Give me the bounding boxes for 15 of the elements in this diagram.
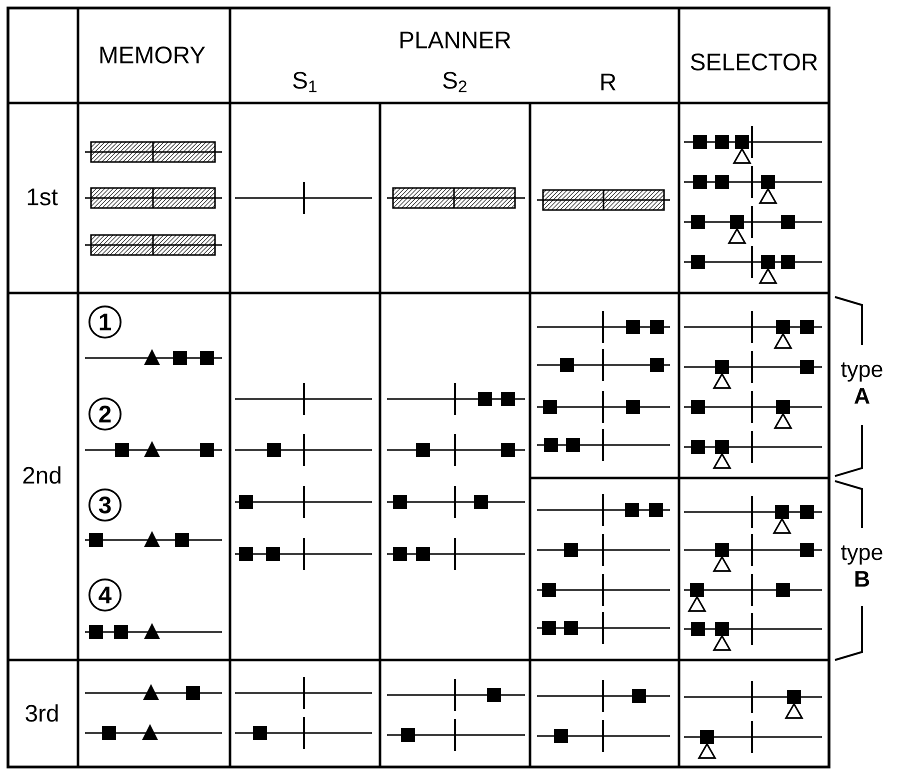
- type-label: type B: [841, 545, 882, 587]
- circled-number: 2: [88, 397, 122, 431]
- column-heading: MEMORY: [100, 46, 206, 64]
- row-label: 1st: [28, 188, 58, 206]
- circled-number: 3: [88, 488, 122, 522]
- column-heading: S$_{2}$: [443, 72, 466, 92]
- row-label: 2nd: [23, 466, 60, 484]
- column-heading: PLANNER: [400, 32, 510, 48]
- column-heading: S$_{1}$: [293, 72, 316, 92]
- type-label: type A: [841, 362, 882, 404]
- circled-number: 1: [88, 305, 122, 339]
- column-heading: SELECTOR: [690, 54, 818, 70]
- row-label: 3rd: [26, 704, 58, 722]
- circled-number: 4: [88, 578, 122, 612]
- column-heading: R: [601, 74, 616, 90]
